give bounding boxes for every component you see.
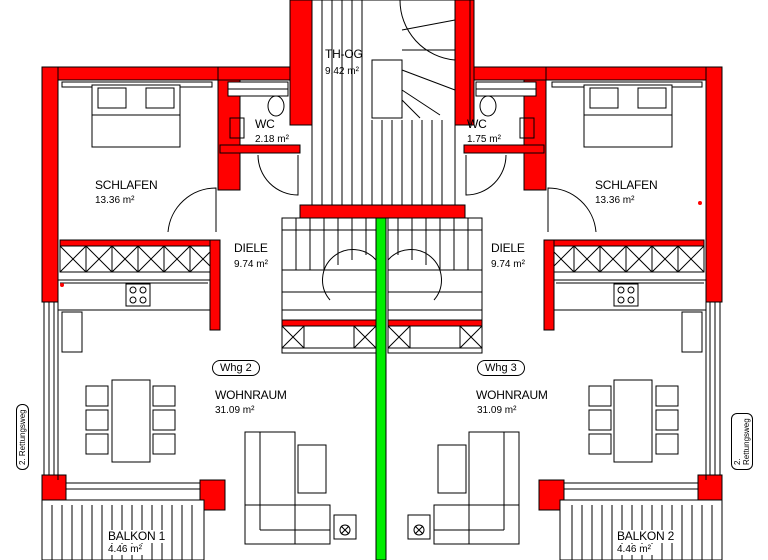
balcony-left-label: BALKON 1 bbox=[106, 529, 168, 543]
balcony-left-area: 4.46 m² bbox=[106, 544, 144, 555]
unit-left-badge: Whg 2 bbox=[212, 360, 260, 376]
stairwell-area: 9.42 m² bbox=[325, 66, 359, 77]
hall-left-label: DIELE bbox=[234, 241, 268, 255]
balcony-right-label: BALKON 2 bbox=[615, 529, 677, 543]
wc-left-area: 2.18 m² bbox=[255, 134, 289, 145]
living-right-area: 31.09 m² bbox=[477, 405, 517, 416]
bedroom-right-area: 13.36 m² bbox=[595, 195, 635, 206]
bedroom-right-label: SCHLAFEN bbox=[595, 178, 658, 192]
hall-right-label: DIELE bbox=[491, 241, 525, 255]
bedroom-left-label: SCHLAFEN bbox=[95, 178, 158, 192]
wc-right-label: WC bbox=[467, 117, 487, 131]
wc-left-label: WC bbox=[255, 117, 275, 131]
escape-route-right-label: 2. Rettungsweg bbox=[731, 413, 753, 470]
balcony-right-area: 4.46 m² bbox=[615, 544, 653, 555]
living-left-area: 31.09 m² bbox=[215, 405, 255, 416]
unit-right-badge: Whg 3 bbox=[477, 360, 525, 376]
hall-left-area: 9.74 m² bbox=[234, 259, 268, 270]
party-wall bbox=[375, 217, 387, 560]
escape-route-left-label: 2. Rettungsweg bbox=[16, 404, 29, 470]
bedroom-left-area: 13.36 m² bbox=[95, 195, 135, 206]
stairwell-drawing bbox=[299, 0, 471, 560]
hall-right-area: 9.74 m² bbox=[491, 259, 525, 270]
stairwell-label: TH-OG bbox=[325, 47, 363, 61]
living-right-label: WOHNRAUM bbox=[476, 388, 548, 402]
wc-right-area: 1.75 m² bbox=[467, 134, 501, 145]
living-left-label: WOHNRAUM bbox=[215, 388, 287, 402]
